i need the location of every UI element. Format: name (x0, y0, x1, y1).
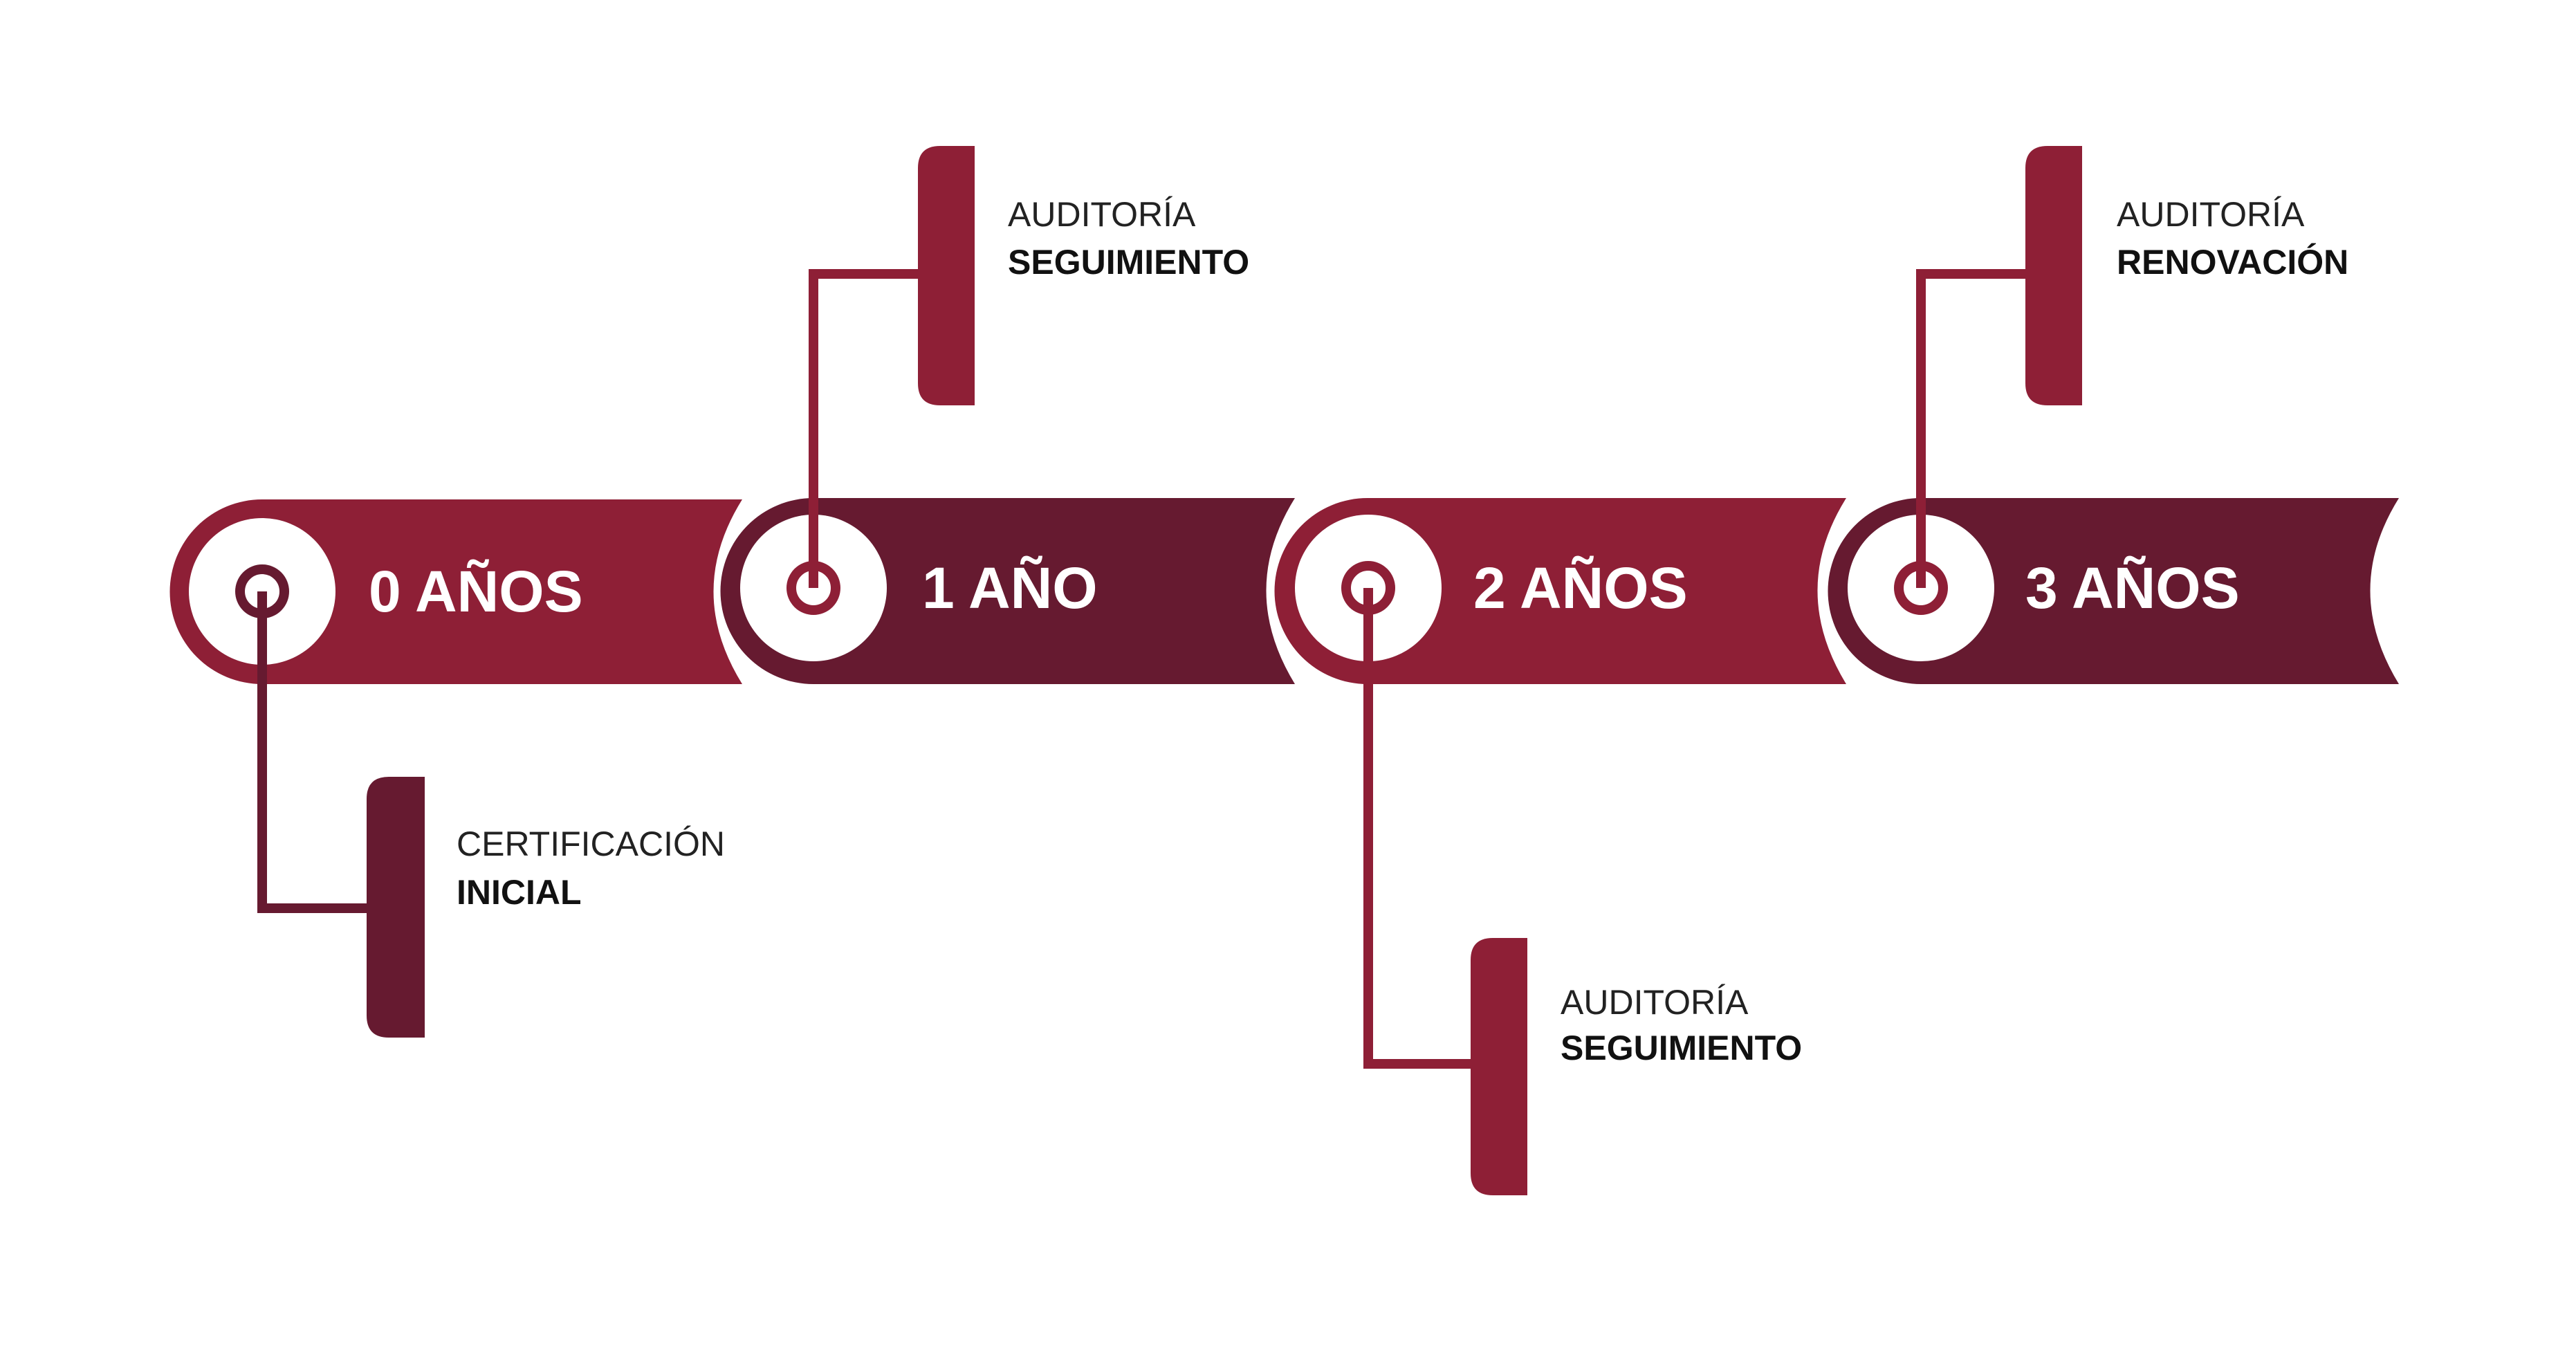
segment-label: 2 AÑOS (1473, 555, 1688, 620)
connector-0 (235, 564, 369, 913)
card-title: AUDITORÍA (1008, 195, 1196, 234)
card-subtitle: RENOVACIÓN (2117, 243, 2348, 282)
milestone-card-2: AUDITORÍA SEGUIMIENTO (1471, 938, 1802, 1195)
connector-3 (1894, 269, 2028, 615)
card-accent-bar (2025, 146, 2082, 405)
segment-label: 1 AÑO (922, 555, 1098, 620)
timeline-segment-0: 0 AÑOS (169, 499, 742, 684)
card-title: CERTIFICACIÓN (457, 825, 725, 863)
milestone-card-0: CERTIFICACIÓN INICIAL (367, 777, 725, 1038)
segment-label: 3 AÑOS (2025, 555, 2240, 620)
card-subtitle: INICIAL (457, 873, 582, 912)
card-subtitle: SEGUIMIENTO (1008, 243, 1249, 282)
card-title: AUDITORÍA (2117, 195, 2305, 234)
connector-line (809, 269, 920, 588)
card-accent-bar (367, 777, 425, 1038)
connector-line (257, 591, 369, 913)
milestone-card-3: AUDITORÍA RENOVACIÓN (2025, 146, 2348, 405)
connector-line (1363, 588, 1473, 1069)
segment-label: 0 AÑOS (369, 559, 583, 624)
card-accent-bar (1471, 938, 1527, 1195)
card-subtitle: SEGUIMIENTO (1561, 1029, 1802, 1067)
timeline-segment-1: 1 AÑO (720, 498, 1295, 684)
connector-line (1916, 269, 2028, 588)
connector-2 (1341, 561, 1473, 1069)
timeline-segment-3: 3 AÑOS (1828, 498, 2399, 684)
timeline-segment-2: 2 AÑOS (1274, 498, 1846, 684)
milestone-card-1: AUDITORÍA SEGUIMIENTO (918, 146, 1249, 405)
connector-1 (786, 269, 920, 615)
card-accent-bar (918, 146, 975, 405)
card-title: AUDITORÍA (1561, 983, 1749, 1022)
